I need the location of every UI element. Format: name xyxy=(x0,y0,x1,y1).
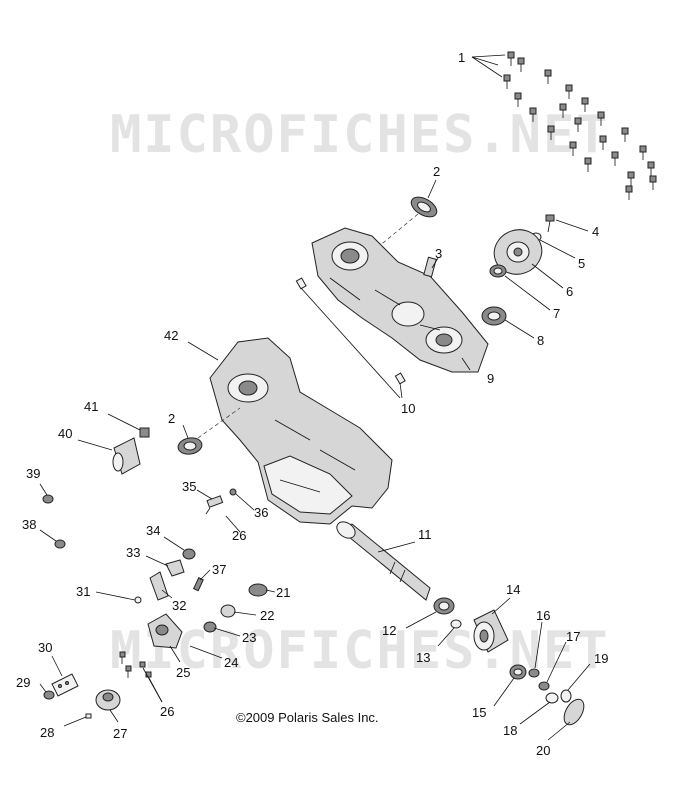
callout-2-lower: 2 xyxy=(168,411,175,426)
callout-35: 35 xyxy=(182,479,196,494)
fitting-36 xyxy=(229,488,237,496)
callout-21: 21 xyxy=(276,585,290,600)
callout-14: 14 xyxy=(506,582,520,597)
washer-29 xyxy=(43,690,55,700)
callout-39: 39 xyxy=(26,466,40,481)
callout-24: 24 xyxy=(224,655,238,670)
nut-38 xyxy=(54,539,66,549)
callout-38: 38 xyxy=(22,517,36,532)
washer-7 xyxy=(489,264,507,278)
callout-30: 30 xyxy=(38,640,52,655)
washer-34 xyxy=(182,548,196,560)
callout-labels: 1 2 3 4 5 6 7 8 9 10 11 12 13 14 15 16 1… xyxy=(16,50,608,758)
callout-31: 31 xyxy=(76,584,90,599)
callout-33: 33 xyxy=(126,545,140,560)
clip-19 xyxy=(560,689,572,703)
callout-9: 9 xyxy=(487,371,494,386)
callout-3: 3 xyxy=(435,246,442,261)
washer-23 xyxy=(203,621,217,633)
callout-13: 13 xyxy=(416,650,430,665)
bolt-4 xyxy=(545,214,555,233)
seal-2-lower xyxy=(177,437,203,455)
fitting-3 xyxy=(423,256,437,278)
dowel-pins-10 xyxy=(295,277,406,385)
cap-40 xyxy=(112,437,141,475)
callout-17: 17 xyxy=(566,629,580,644)
callout-25: 25 xyxy=(176,665,190,680)
shaft-32 xyxy=(149,571,169,601)
callout-19: 19 xyxy=(594,651,608,666)
callout-4: 4 xyxy=(592,224,599,239)
callout-5: 5 xyxy=(578,256,585,271)
spring-41 xyxy=(139,427,150,438)
callout-26-upper: 26 xyxy=(232,528,246,543)
callout-12: 12 xyxy=(382,623,396,638)
pump-housing-25 xyxy=(147,613,183,649)
callout-22: 22 xyxy=(260,608,274,623)
plate-30 xyxy=(51,673,79,697)
leader-10 xyxy=(300,287,403,399)
bearing-15 xyxy=(509,664,527,680)
washer-17 xyxy=(538,681,550,691)
callout-36: 36 xyxy=(254,505,268,520)
callout-2-upper: 2 xyxy=(433,164,440,179)
clip-13 xyxy=(450,619,462,629)
clutch-14 xyxy=(473,609,509,653)
leader-1 xyxy=(471,54,506,78)
callout-11: 11 xyxy=(418,527,432,542)
callout-7: 7 xyxy=(553,306,560,321)
bracket-33 xyxy=(165,559,185,577)
callout-20: 20 xyxy=(536,743,550,758)
oring-31 xyxy=(134,596,142,604)
bearing-8 xyxy=(481,306,507,326)
spring-37 xyxy=(192,577,204,592)
callout-8: 8 xyxy=(537,333,544,348)
callout-23: 23 xyxy=(242,630,256,645)
crankcase-right-9 xyxy=(311,227,489,373)
callout-27: 27 xyxy=(113,726,127,741)
bolt-set-1 xyxy=(503,51,657,200)
callout-16: 16 xyxy=(536,608,550,623)
shaft-11 xyxy=(336,521,431,601)
watermark-top: MICROFICHES.NET xyxy=(110,105,610,165)
bolts-26-lower xyxy=(119,651,152,678)
copyright-text: ©2009 Polaris Sales Inc. xyxy=(236,710,379,725)
pump-27 xyxy=(95,689,121,711)
gear-22 xyxy=(220,604,236,618)
spring-21 xyxy=(248,583,268,597)
callout-34: 34 xyxy=(146,523,160,538)
pin-28 xyxy=(85,713,92,719)
callout-6: 6 xyxy=(566,284,573,299)
callout-32: 32 xyxy=(172,598,186,613)
leader-26-lower xyxy=(142,667,163,703)
callout-15: 15 xyxy=(472,705,486,720)
rotor-6 xyxy=(493,229,543,275)
callout-26-lower: 26 xyxy=(160,704,174,719)
callout-40: 40 xyxy=(58,426,72,441)
callout-18: 18 xyxy=(503,723,517,738)
bearing-12 xyxy=(433,597,455,615)
callout-29: 29 xyxy=(16,675,30,690)
callout-1: 1 xyxy=(458,50,465,65)
crankcase-left-42 xyxy=(209,337,393,525)
callout-10: 10 xyxy=(401,401,415,416)
washer-16 xyxy=(528,668,540,678)
callout-28: 28 xyxy=(40,725,54,740)
callout-37: 37 xyxy=(212,562,226,577)
callout-41: 41 xyxy=(84,399,98,414)
callout-42: 42 xyxy=(164,328,178,343)
seal-2-upper xyxy=(410,196,438,218)
sensor-35 xyxy=(205,495,224,515)
nut-39 xyxy=(42,494,54,504)
clip-18 xyxy=(545,692,559,704)
